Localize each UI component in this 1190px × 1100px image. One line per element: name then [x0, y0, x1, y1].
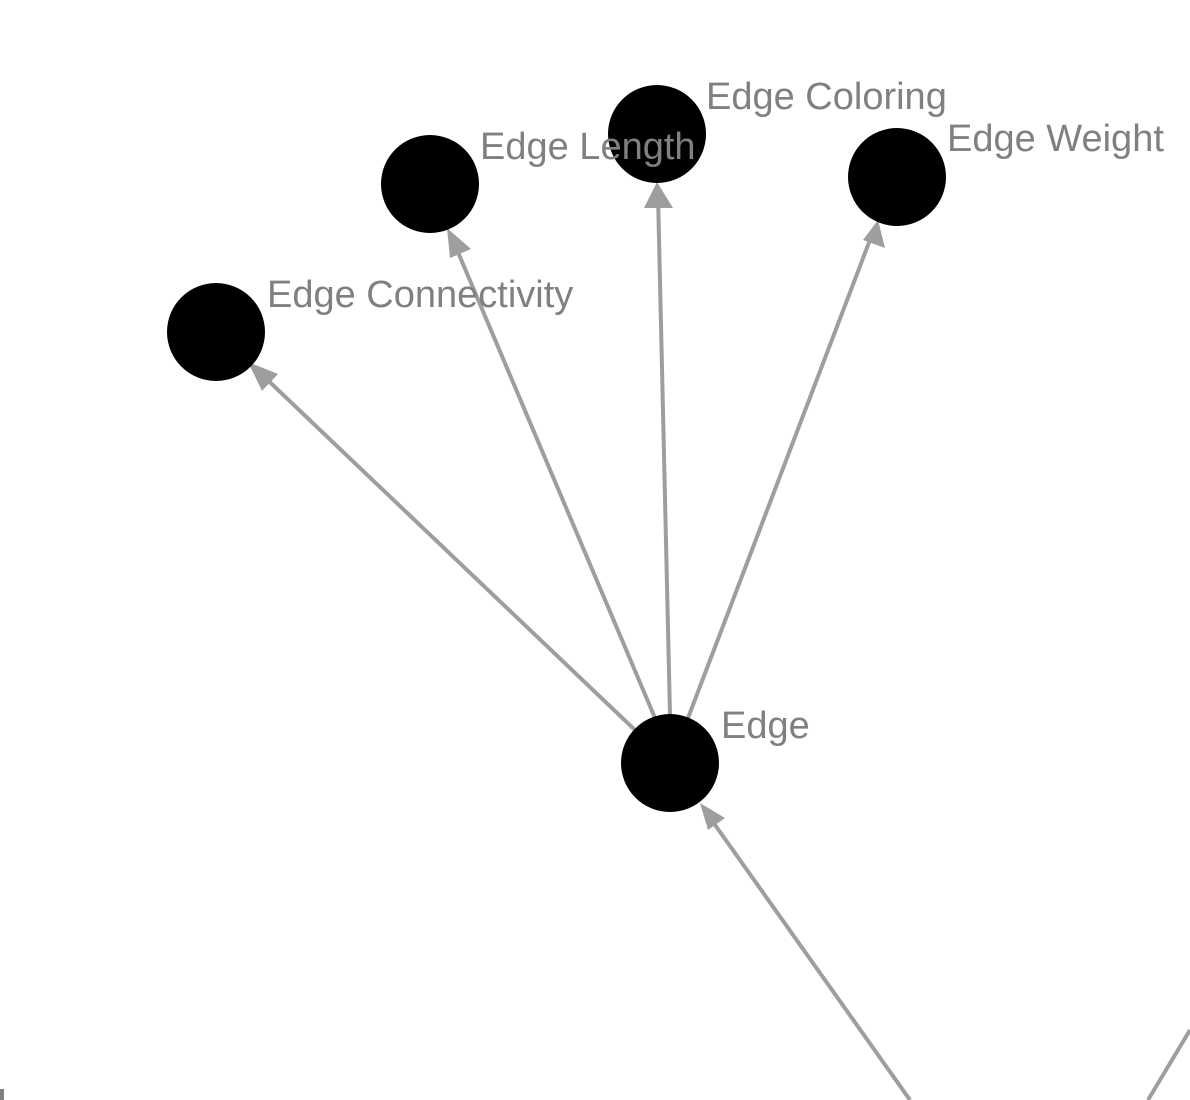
arrowhead-edge-coloring [644, 182, 673, 208]
node-edge-connectivity[interactable]: Edge Connectivity [167, 274, 573, 381]
node-label-edge-coloring: Edge Coloring [706, 76, 947, 118]
node-label-edge-weight: Edge Weight [947, 118, 1164, 160]
node-edge-weight[interactable]: Edge Weight [848, 118, 1164, 226]
edge-arrow-edge-to-edge-connectivity[interactable] [253, 366, 637, 732]
node-edge[interactable]: Edge [621, 705, 810, 812]
arrowhead-edge [700, 803, 725, 830]
node-edge-coloring[interactable]: Edge Coloring [608, 76, 947, 183]
arrowhead-edge-weight [863, 220, 885, 248]
node-label-edge-connectivity: Edge Connectivity [267, 274, 573, 316]
edges-layer [248, 182, 1190, 1100]
nodes-layer: Edge Edge Connectivity Edge Coloring Edg… [0, 76, 1164, 1100]
node-label-edge-length: Edge Length [480, 126, 696, 168]
edge-arrow-parent-to-edge[interactable] [706, 813, 912, 1100]
edge-arrow-edge-to-edge-length[interactable] [450, 237, 657, 719]
edge-arrow-offscreen [1146, 1028, 1190, 1100]
arrowhead-edge-connectivity [248, 362, 278, 391]
node-label-edge: Edge [721, 705, 810, 747]
edge-arrow-edge-to-edge-weight[interactable] [686, 231, 875, 719]
node-edge-length[interactable]: Edge Length [381, 126, 696, 233]
offscreen-fragment [0, 1089, 4, 1100]
arrowhead-edge-length [447, 228, 471, 258]
edge-arrow-edge-to-edge-coloring[interactable] [656, 194, 672, 716]
